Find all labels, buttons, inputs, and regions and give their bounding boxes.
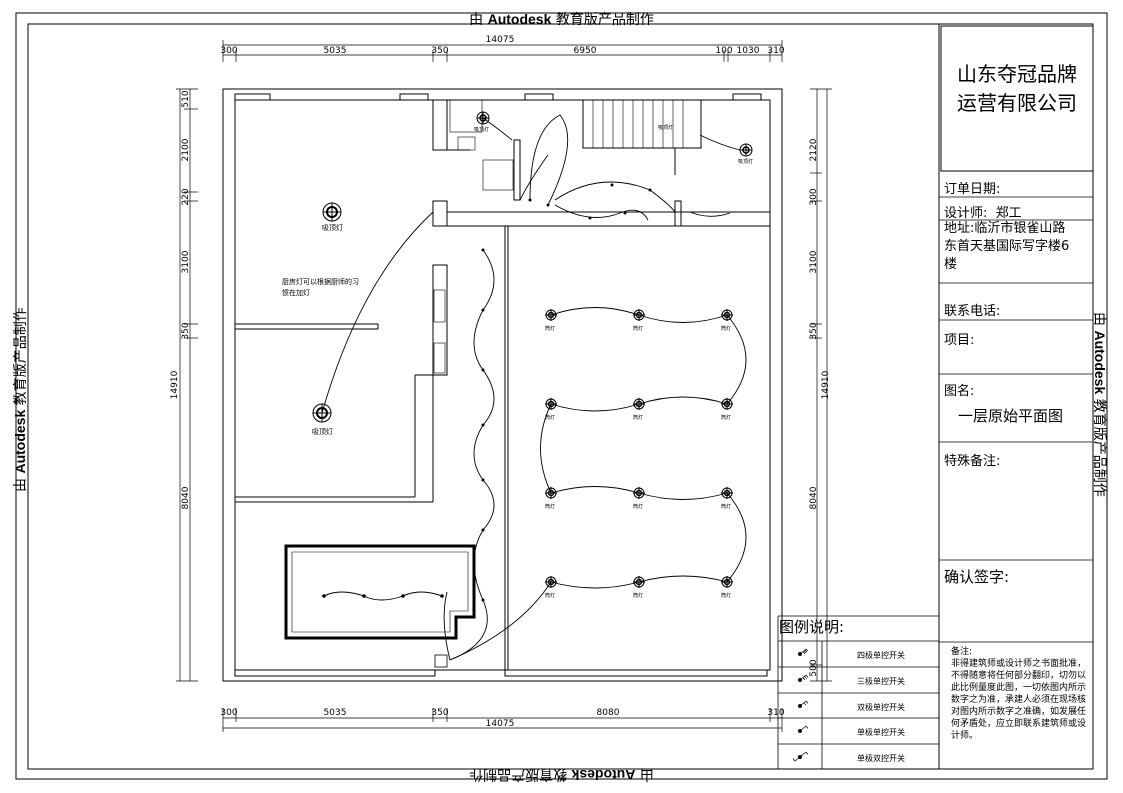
svg-text:350: 350	[431, 708, 448, 718]
svg-text:筒灯: 筒灯	[633, 414, 643, 421]
label-small-light: 吸顶灯	[474, 126, 489, 133]
legend-table	[777, 615, 939, 770]
ceiling-light-icon	[739, 143, 753, 157]
legend-item: 双极单控开关	[857, 703, 905, 712]
svg-text:8040: 8040	[181, 486, 191, 509]
label-small-light: 吸顶灯	[738, 158, 753, 165]
notes-text: 非得建筑师或设计师之书面批准，不得随意将任何部分翻印，切勿以此比例量度此图，一切…	[951, 659, 1087, 741]
svg-text:5035: 5035	[324, 708, 347, 718]
svg-text:300: 300	[220, 46, 237, 56]
svg-text:筒灯: 筒灯	[721, 592, 731, 599]
svg-text:筒灯: 筒灯	[633, 503, 643, 510]
svg-text:筒灯: 筒灯	[545, 325, 555, 332]
svg-text:500: 500	[809, 659, 819, 676]
label-stair-light: 吸顶灯	[658, 124, 673, 131]
svg-text:2100: 2100	[181, 138, 191, 161]
address-label: 地址:	[944, 221, 975, 236]
walls	[222, 88, 783, 682]
project-label: 项目:	[944, 333, 975, 348]
order-date-label: 订单日期:	[944, 182, 1001, 197]
wire-dots	[322, 183, 652, 602]
svg-text:筒灯: 筒灯	[545, 592, 555, 599]
svg-text:2120: 2120	[809, 138, 819, 161]
svg-text:筒灯: 筒灯	[545, 414, 555, 421]
label-kitchen-note: 厨房灯可以根据厨师的习	[282, 277, 359, 286]
svg-text:350: 350	[809, 322, 819, 339]
address-block: 地址:临沂市银雀山路 东首天基国际写字楼6 楼	[944, 221, 1070, 272]
notes-title: 备注:	[951, 647, 973, 657]
svg-text:300: 300	[809, 188, 819, 205]
svg-text:筒灯: 筒灯	[721, 325, 731, 332]
dim-bottom-total: 14075	[486, 719, 515, 729]
svg-text:510: 510	[181, 90, 191, 107]
legend-item: 单极单控开关	[857, 728, 905, 737]
switch-1pole-icon	[798, 725, 809, 733]
svg-text:筒灯: 筒灯	[721, 414, 731, 421]
drawing-name-label: 图名:	[944, 384, 975, 399]
wiring	[321, 114, 747, 661]
svg-text:1030: 1030	[737, 46, 760, 56]
special-notes-label: 特殊备注:	[944, 454, 1001, 469]
label-ceiling-light: 吸顶灯	[322, 223, 343, 232]
dim-right-total: 14910	[821, 370, 831, 399]
company-name: 山东夺冠品牌 运营有限公司	[957, 62, 1077, 115]
svg-text:300: 300	[220, 708, 237, 718]
outer-frame	[15, 12, 1108, 780]
signature-label: 确认签字:	[944, 568, 1010, 586]
legend-item: 四极单控开关	[857, 651, 905, 660]
exterior-wall-inner	[234, 99, 771, 671]
dim-left-total: 14910	[170, 370, 180, 399]
drawing-name-value: 一层原始平面图	[958, 407, 1064, 425]
svg-text:310: 310	[767, 708, 784, 718]
dim-top-total: 14075	[486, 35, 515, 45]
ceiling-lights	[312, 111, 753, 423]
switch-4pole-icon	[798, 648, 809, 656]
address-value: 临沂市银雀山路	[974, 221, 1066, 236]
svg-text:220: 220	[181, 188, 191, 205]
designer-label: 设计师:	[944, 206, 988, 221]
svg-text:3100: 3100	[181, 250, 191, 273]
downlights	[545, 309, 733, 588]
exterior-wall-outer	[222, 88, 783, 682]
titleblock-lines	[939, 196, 1093, 643]
designer-value: 郑工	[995, 206, 1022, 221]
legend-title: 图例说明:	[779, 618, 845, 636]
svg-text:100: 100	[715, 46, 732, 56]
ceiling-light-icon	[322, 202, 342, 222]
plan-labels: 吸顶灯 吸顶灯 厨房灯可以根据厨师的习 惯在加灯 吸顶灯 吸顶灯 吸顶灯 筒灯 …	[282, 124, 753, 599]
designer-row: 设计师: 郑工	[944, 202, 1022, 221]
ceiling-light-icon	[476, 111, 490, 125]
stair-treads	[592, 100, 684, 148]
svg-text:筒灯: 筒灯	[633, 325, 643, 332]
dimension-lines	[176, 40, 832, 732]
phone-label: 联系电话:	[944, 304, 1001, 319]
inner-frame	[27, 23, 1094, 770]
legend-item: 三极单控开关	[857, 677, 905, 686]
svg-text:8080: 8080	[597, 708, 620, 718]
svg-text:筒灯: 筒灯	[721, 503, 731, 510]
svg-text:310: 310	[767, 46, 784, 56]
legend-item: 单极双控开关	[857, 754, 905, 763]
svg-text:筒灯: 筒灯	[545, 503, 555, 510]
notes-block: 备注: 非得建筑师或设计师之书面批准，不得随意将任何部分翻印，切勿以此比例量度此…	[951, 646, 1091, 742]
svg-text:350: 350	[431, 46, 448, 56]
label-kitchen-note: 惯在加灯	[282, 288, 310, 297]
svg-text:5035: 5035	[324, 46, 347, 56]
svg-text:3100: 3100	[809, 250, 819, 273]
legend-switch-symbols	[792, 648, 809, 762]
svg-text:6950: 6950	[574, 46, 597, 56]
company-box	[940, 25, 1094, 172]
switch-2pole-icon	[798, 700, 809, 708]
switch-2way-icon	[792, 751, 809, 762]
svg-text:筒灯: 筒灯	[633, 592, 643, 599]
label-ceiling-light: 吸顶灯	[312, 427, 333, 436]
svg-text:8040: 8040	[809, 486, 819, 509]
dimension-labels: 14075 300 5035 350 6950 100 1030 310 140…	[170, 35, 831, 729]
svg-text:350: 350	[181, 322, 191, 339]
switch-3pole-icon	[798, 674, 809, 682]
